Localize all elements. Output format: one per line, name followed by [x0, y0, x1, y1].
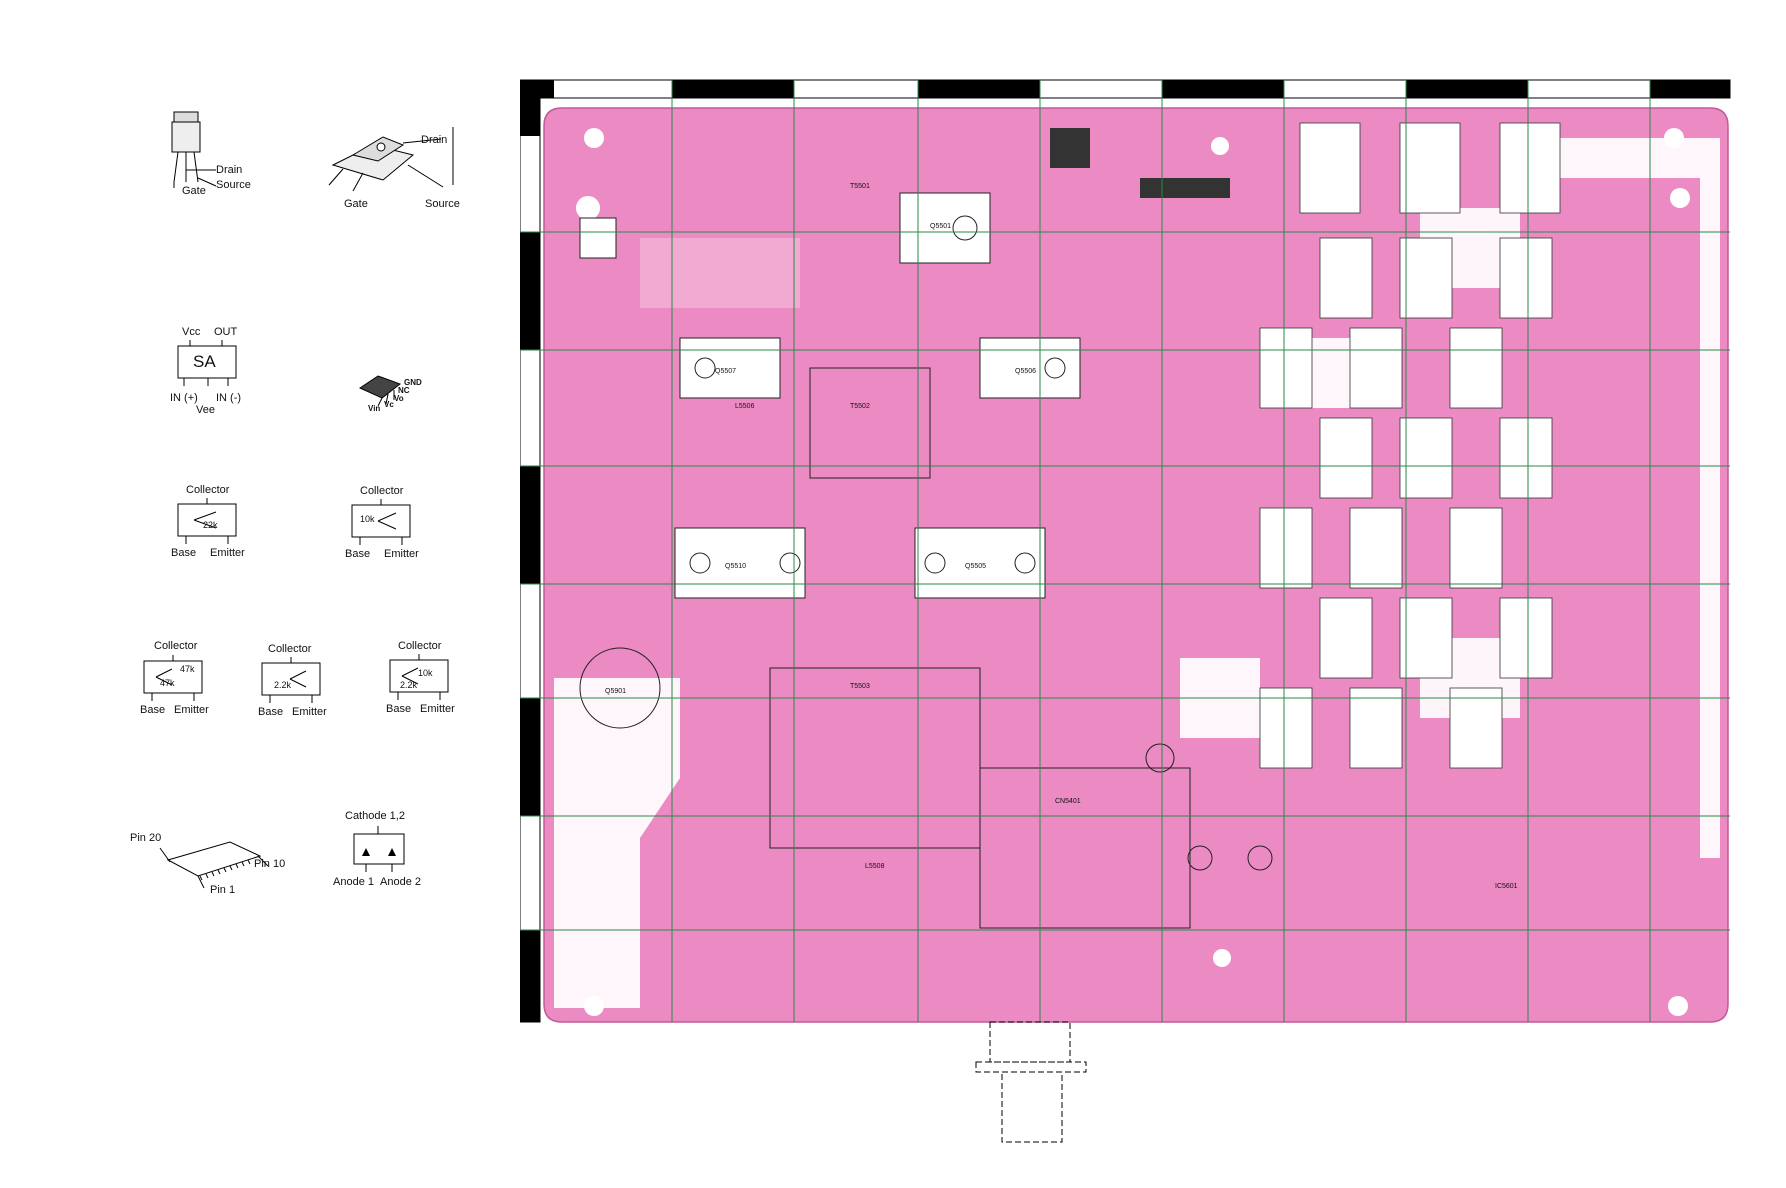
fet-dpak-source-label: Source — [425, 198, 460, 210]
fet-vertical-symbol — [160, 108, 280, 203]
opamp-chip-label: SA — [193, 352, 216, 371]
board-grid — [520, 80, 1730, 1022]
q-right-mid-label: Q5506 — [1015, 368, 1036, 375]
regulator-vin-label: Vin — [368, 404, 381, 413]
component-legend: Drain Source Gate Drain Gate Source Vcc … — [0, 0, 520, 1188]
opamp-in-minus-label: IN (-) — [216, 392, 242, 404]
t47k-collector-label: Collector — [154, 640, 198, 652]
ic-soic20-icon — [159, 841, 269, 889]
opamp-vee-label: Vee — [196, 404, 215, 416]
q-lower-right-label: Q5505 — [965, 563, 986, 570]
transistor-47k-symbol — [142, 655, 206, 710]
t22k-collector-label: Collector — [186, 484, 230, 496]
t5503-label: T5503 — [850, 683, 870, 690]
t10k-base-label: Base — [345, 548, 371, 560]
ic-pin10-label: Pin 10 — [254, 858, 286, 870]
board-ruler-left — [519, 97, 541, 1023]
transistor-10k-icon — [351, 499, 411, 545]
t47k-emitter-label: Emitter — [174, 704, 209, 716]
transistor-10k-2k2-symbol — [388, 654, 452, 709]
diode-cathode-label: Cathode 1,2 — [345, 810, 405, 822]
t2k2-res-label: 2.2k — [274, 680, 292, 690]
t47k-res1-label: 47k — [180, 664, 195, 674]
diode-anode1-label: Anode 1 — [333, 876, 374, 888]
q-upper-mid-label: Q5501 — [930, 223, 951, 230]
t10k2k2-res2-label: 2.2k — [400, 680, 418, 690]
t5501-label: T5501 — [850, 183, 870, 190]
transistor-10k-symbol — [350, 499, 414, 554]
opamp-vcc-label: Vcc — [182, 326, 201, 338]
fet-vertical-gate-label: Gate — [182, 185, 206, 197]
fet-dpak-symbol — [323, 125, 463, 210]
transistor-2k2-icon — [261, 657, 321, 703]
diode-anode2-label: Anode 2 — [380, 876, 421, 888]
ic-soic20-symbol — [159, 840, 270, 895]
inductor-array — [1259, 122, 1561, 769]
q-lower-left-label: Q5510 — [725, 563, 746, 570]
fet-vertical-icon — [171, 111, 217, 188]
pcb-outline — [543, 107, 1729, 1023]
transistor-10k-2k2-icon — [389, 654, 449, 700]
ic5601-label: IC5601 — [1495, 883, 1518, 890]
regulator-nc-label: NC — [398, 386, 410, 395]
t10k-emitter-label: Emitter — [384, 548, 419, 560]
transistor-22k-symbol — [176, 498, 240, 553]
t2k2-emitter-label: Emitter — [292, 706, 327, 718]
regulator-vc-label: Vc — [384, 400, 394, 409]
t47k-res2-label: 47k — [160, 678, 175, 688]
t10k2k2-res1-label: 10k — [418, 668, 433, 678]
board-ruler-top — [519, 79, 1731, 99]
t22k-emitter-label: Emitter — [210, 547, 245, 559]
t10k2k2-base-label: Base — [386, 703, 412, 715]
ic-pin1-label: Pin 1 — [210, 884, 236, 896]
fet-dpak-gate-label: Gate — [344, 198, 368, 210]
opamp-out-label: OUT — [214, 326, 238, 338]
opamp-package-icon — [177, 340, 237, 386]
transformers — [579, 367, 1273, 929]
regulator-vo-label: Vo — [394, 394, 404, 403]
t10k2k2-collector-label: Collector — [398, 640, 442, 652]
pcb-board-drawing: Q5507 Q5506 Q5501 Q5510 Q5505 T5501 T550… — [519, 79, 1731, 1143]
diode-pair-symbol — [352, 826, 412, 881]
t10k-collector-label: Collector — [360, 485, 404, 497]
part-labels: Q5507 Q5506 Q5501 Q5510 Q5505 T5501 T550… — [605, 183, 1518, 890]
t47k-base-label: Base — [140, 704, 166, 716]
fet-dpak-icon — [328, 127, 454, 192]
t2k2-base-label: Base — [258, 706, 284, 718]
pcb-board-view: Q5507 Q5506 Q5501 Q5510 Q5505 T5501 T550… — [519, 78, 1750, 1148]
regulator-gnd-label: GND — [404, 378, 422, 387]
l5506-label: L5506 — [735, 403, 755, 410]
opamp-in-plus-label: IN (+) — [170, 392, 198, 404]
t22k-base-label: Base — [171, 547, 197, 559]
power-transistors — [674, 192, 1081, 599]
q-left-mid-label: Q5507 — [715, 368, 736, 375]
regulator-symbol — [356, 370, 416, 415]
t2k2-collector-label: Collector — [268, 643, 312, 655]
t22k-res-label: 22k — [203, 520, 218, 530]
transistor-2k2-symbol — [260, 657, 324, 712]
fet-vertical-source-label: Source — [216, 179, 251, 191]
diode-pair-icon — [353, 826, 405, 872]
t10k2k2-emitter-label: Emitter — [420, 703, 455, 715]
ic-pin20-label: Pin 20 — [130, 832, 162, 844]
bottom-connector — [975, 1021, 1087, 1143]
fet-vertical-drain-label: Drain — [216, 164, 243, 176]
cn5401-label: CN5401 — [1055, 798, 1081, 805]
t5502-label: T5502 — [850, 403, 870, 410]
opamp-symbol — [174, 340, 244, 405]
fet-dpak-drain-label: Drain — [421, 134, 448, 146]
transistor-22k-icon — [177, 498, 237, 544]
regulator-package-icon — [358, 375, 402, 407]
t10k-res-label: 10k — [360, 514, 375, 524]
q5901-label: Q5901 — [605, 688, 626, 695]
l5508-label: L5508 — [865, 863, 885, 870]
transistor-47k-icon — [143, 655, 203, 701]
